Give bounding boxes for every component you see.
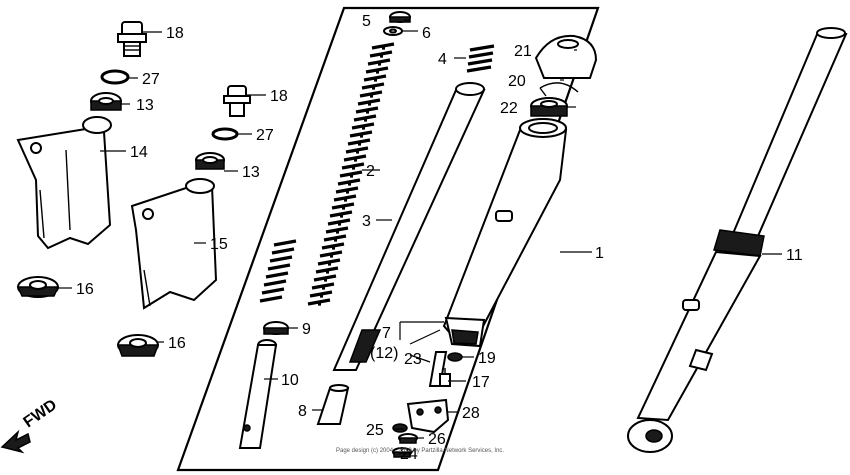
callout-1: 1 (595, 245, 604, 262)
bottom-bridge-15 (130, 178, 218, 310)
callout-12: (12) (370, 345, 398, 362)
bolt-17 (439, 368, 451, 387)
nut-13-upper (90, 92, 122, 111)
callout-20: 20 (508, 73, 526, 90)
oring-27-lower (211, 127, 239, 141)
washer-9 (263, 321, 289, 335)
callout-25: 25 (366, 422, 384, 439)
seal-16-lower (116, 334, 160, 357)
bolt-18-lower (223, 85, 251, 117)
callout-24: 24 (400, 446, 418, 463)
callout-11: 11 (786, 247, 803, 264)
callout-18-lower: 18 (270, 88, 288, 105)
callout-3: 3 (362, 213, 371, 230)
callout-27-upper: 27 (142, 71, 160, 88)
callout-6: 6 (422, 25, 431, 42)
callout-21: 21 (514, 43, 532, 60)
fork-leg-7 (442, 118, 568, 348)
callout-26: 26 (428, 431, 446, 448)
nut-13-lower (195, 152, 225, 170)
callout-9: 9 (302, 321, 311, 338)
callout-13-lower: 13 (242, 164, 260, 181)
oring-27-upper (100, 69, 130, 85)
dust-cover-21 (534, 34, 598, 79)
cap-28 (406, 398, 450, 434)
callout-19: 19 (478, 350, 496, 367)
callout-10: 10 (281, 372, 299, 389)
fork-assembly-11 (627, 27, 848, 453)
washer-6 (383, 26, 403, 36)
seal-16-left (16, 276, 60, 298)
callout-2: 2 (366, 163, 375, 180)
leader-lines (58, 19, 782, 454)
callout-23: 23 (404, 351, 422, 368)
callout-16-left: 16 (76, 281, 94, 298)
callout-27-lower: 27 (256, 127, 274, 144)
fork-assembly-frame (176, 6, 600, 472)
inner-tube-3 (332, 82, 486, 371)
washer-19 (447, 352, 463, 362)
callout-14: 14 (130, 144, 148, 161)
callout-4: 4 (438, 51, 447, 68)
fwd-label: FWD (21, 396, 61, 431)
bolt-18-upper (117, 21, 147, 57)
piece-8 (316, 384, 350, 425)
spring-2 (259, 42, 395, 306)
callout-28: 28 (462, 405, 480, 422)
callout-18-upper: 18 (166, 25, 184, 42)
callout-22: 22 (500, 100, 518, 117)
damper-rod-10 (238, 339, 278, 449)
fwd-arrow-icon (0, 429, 31, 454)
callout-7: 7 (382, 325, 391, 342)
callout-5: 5 (362, 13, 371, 30)
callout-15: 15 (210, 236, 228, 253)
top-bridge-14 (16, 116, 112, 250)
callout-17: 17 (472, 374, 490, 391)
nut-24 (392, 447, 412, 458)
copyright-notice: Page design (c) 2004 - 2019 by Partzilla… (336, 448, 504, 454)
washer-25 (392, 423, 408, 433)
spring-4 (466, 44, 495, 73)
callout-16-lower: 16 (168, 335, 186, 352)
nut-26 (398, 433, 418, 444)
callout-8: 8 (298, 403, 307, 420)
callout-13-upper: 13 (136, 97, 154, 114)
seal-22 (530, 97, 568, 117)
clip-20 (539, 82, 579, 97)
